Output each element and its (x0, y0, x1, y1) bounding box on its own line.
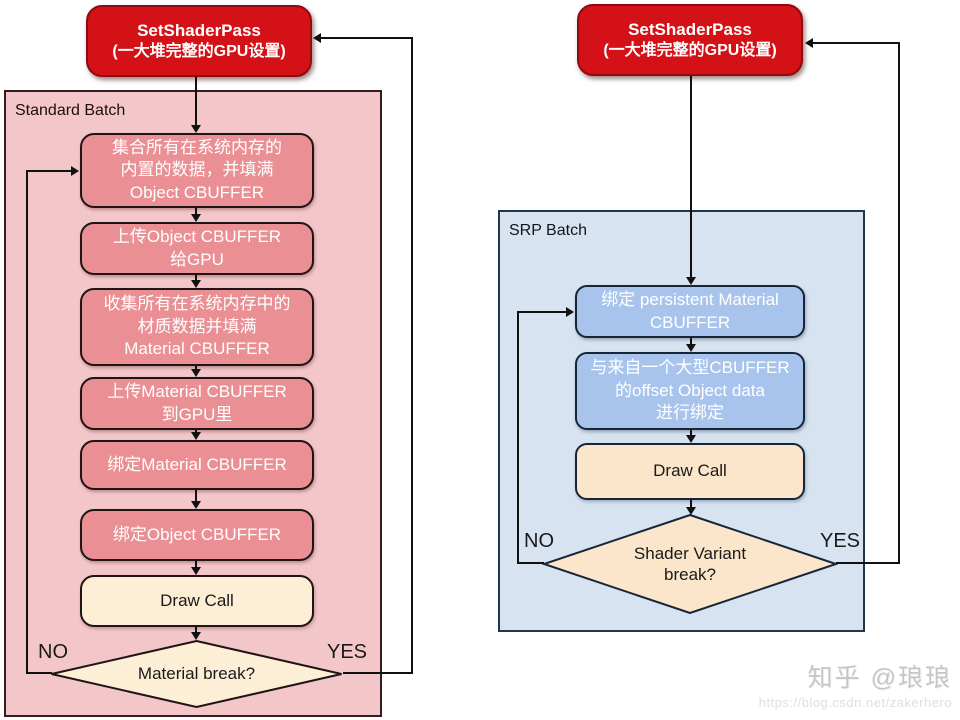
right-step-bind-persistent-cbuffer: 绑定 persistent Material CBUFFER (575, 285, 805, 338)
right-connector-line (690, 430, 692, 436)
right-setshaderpass-title: SetShaderPass (628, 20, 752, 39)
right-yes-loop-line (813, 42, 900, 44)
right-no-loop-line (517, 562, 544, 564)
left-connector-line (195, 275, 197, 281)
right-draw-call-text: Draw Call (653, 461, 727, 481)
left-no-loop-line (26, 170, 72, 172)
left-connector-arrowhead (191, 125, 201, 133)
right-no-loop-arrowhead (566, 307, 574, 317)
left-setshaderpass-subtitle: (一大堆完整的GPU设置) (112, 43, 286, 60)
left-step-upload-material-cbuffer: 上传Material CBUFFER 到GPU里 (80, 377, 314, 430)
left-connector-line (195, 208, 197, 215)
right-decision-text: Shader Variant break? (633, 543, 747, 584)
right-setshaderpass-subtitle: (一大堆完整的GPU设置) (603, 42, 777, 59)
left-draw-call-text: Draw Call (160, 590, 234, 610)
left-no-label: NO (38, 641, 68, 663)
left-no-loop-line (26, 672, 52, 674)
right-decision-diamond-shape (542, 514, 838, 614)
left-no-loop-arrowhead (71, 166, 79, 176)
left-connector-line (195, 627, 197, 633)
right-yes-loop-line (898, 42, 900, 564)
right-connector-arrowhead (686, 344, 696, 352)
right-no-loop-line (517, 311, 567, 313)
left-step-bind-object-cbuffer-text: 绑定Object CBUFFER (112, 524, 282, 544)
right-no-label: NO (524, 530, 554, 552)
left-yes-loop-arrowhead (313, 33, 321, 43)
left-connector-line (195, 366, 197, 370)
left-setshaderpass-node: SetShaderPass (一大堆完整的GPU设置) (86, 5, 312, 77)
right-setshaderpass-node: SetShaderPass (一大堆完整的GPU设置) (577, 4, 803, 76)
right-yes-label: YES (820, 530, 861, 552)
right-decision-diamond: Shader Variant break? (542, 514, 838, 614)
left-decision-diamond-shape (51, 640, 342, 708)
right-no-loop-line (517, 311, 519, 564)
left-yes-label: YES (327, 641, 368, 663)
right-connector-line (690, 338, 692, 345)
watermark-credit: 知乎 @琅琅 (807, 664, 952, 692)
left-connector-line (195, 490, 197, 502)
right-connector-line (690, 76, 692, 278)
left-step-upload-material-cbuffer-text: 上传Material CBUFFER 到GPU里 (107, 382, 287, 424)
left-step-upload-object-cbuffer: 上传Object CBUFFER 给GPU (80, 222, 314, 275)
right-connector-arrowhead (686, 507, 696, 515)
watermark: 知乎 @琅琅 https://blog.csdn.net/zakerhero (690, 658, 952, 710)
left-setshaderpass-title: SetShaderPass (137, 21, 261, 40)
watermark-url: https://blog.csdn.net/zakerhero (758, 695, 952, 710)
left-decision-diamond: Material break? (50, 640, 343, 708)
left-yes-loop-line (321, 37, 413, 39)
left-step-fill-object-cbuffer-text: 集合所有在系统内存的 内置的数据，并填满 Object CBUFFER (112, 137, 282, 202)
left-step-fill-object-cbuffer: 集合所有在系统内存的 内置的数据，并填满 Object CBUFFER (80, 133, 314, 208)
left-connector-line (195, 561, 197, 568)
right-step-bind-persistent-cbuffer-text: 绑定 persistent Material CBUFFER (601, 290, 779, 332)
left-yes-loop-line (411, 37, 413, 674)
right-draw-call-node: Draw Call (575, 443, 805, 500)
left-step-bind-object-cbuffer: 绑定Object CBUFFER (80, 509, 314, 561)
left-connector-arrowhead (191, 632, 201, 640)
right-step-bind-offset-object-data-text: 与来自一个大型CBUFFER 的offset Object data 进行绑定 (590, 358, 790, 423)
right-yes-loop-arrowhead (805, 38, 813, 48)
left-step-bind-material-cbuffer-text: 绑定Material CBUFFER (107, 454, 287, 474)
left-draw-call-node: Draw Call (80, 575, 314, 627)
left-connector-line (195, 430, 197, 433)
left-step-bind-material-cbuffer: 绑定Material CBUFFER (80, 440, 314, 490)
left-decision-text: Material break? (137, 664, 256, 684)
left-step-fill-material-cbuffer-text: 收集所有在系统内存中的 材质数据并填满 Material CBUFFER (103, 294, 291, 359)
right-connector-line (690, 500, 692, 508)
left-connector-arrowhead (191, 501, 201, 509)
left-connector-arrowhead (191, 280, 201, 288)
left-connector-arrowhead (191, 432, 201, 440)
standard-batch-label: Standard Batch (15, 102, 126, 119)
left-connector-arrowhead (191, 214, 201, 222)
srp-batch-label: SRP Batch (509, 222, 587, 239)
right-yes-loop-line (836, 562, 900, 564)
left-connector-line (195, 77, 197, 126)
left-step-fill-material-cbuffer: 收集所有在系统内存中的 材质数据并填满 Material CBUFFER (80, 288, 314, 366)
left-step-upload-object-cbuffer-text: 上传Object CBUFFER 给GPU (112, 227, 282, 269)
left-connector-arrowhead (191, 369, 201, 377)
right-connector-arrowhead (686, 435, 696, 443)
left-no-loop-line (26, 170, 28, 674)
left-yes-loop-line (343, 672, 413, 674)
left-connector-arrowhead (191, 567, 201, 575)
right-connector-arrowhead (686, 277, 696, 285)
right-step-bind-offset-object-data: 与来自一个大型CBUFFER 的offset Object data 进行绑定 (575, 352, 805, 430)
